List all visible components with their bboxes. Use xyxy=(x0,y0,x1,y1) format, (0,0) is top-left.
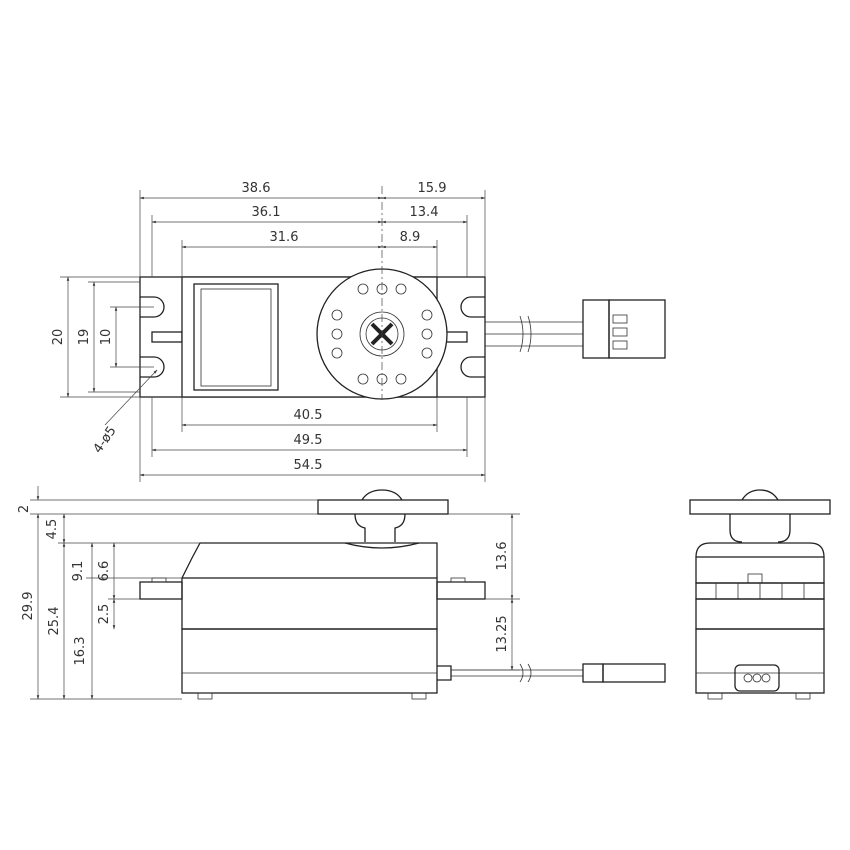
dim-8-9: 8.9 xyxy=(400,230,421,245)
label-recess xyxy=(193,283,279,391)
horn-arm-side xyxy=(317,499,449,515)
foot-end xyxy=(795,692,811,700)
dim-13-25: 13.25 xyxy=(495,615,510,652)
foot xyxy=(197,692,213,700)
upper-case xyxy=(181,542,438,579)
upper-case-body-end xyxy=(695,556,825,584)
dim-40-5: 40.5 xyxy=(294,408,323,423)
end-tab xyxy=(747,573,763,584)
dim-49-5: 49.5 xyxy=(294,433,323,448)
dim-29-9: 29.9 xyxy=(21,592,36,621)
connector-body xyxy=(608,299,666,359)
bottom-dimensions xyxy=(139,397,486,482)
dim-2: 2 xyxy=(17,505,32,513)
dim-9-1: 9.1 xyxy=(71,561,86,582)
horn-arm-end xyxy=(689,499,831,515)
foot xyxy=(411,692,427,700)
dim-36-1: 36.1 xyxy=(252,205,281,220)
middle-case xyxy=(181,577,438,630)
wire-end xyxy=(752,673,762,683)
foot-end xyxy=(707,692,723,700)
side-dimensions xyxy=(30,486,520,700)
right-lower-slot xyxy=(460,356,485,378)
top-dimensions xyxy=(139,186,486,400)
left-tab xyxy=(139,581,183,600)
dim-13-4: 13.4 xyxy=(410,205,439,220)
left-dimensions xyxy=(60,276,158,426)
right-upper-slot xyxy=(460,296,485,318)
horn-hub-end xyxy=(729,514,791,543)
dim-25-4: 25.4 xyxy=(47,607,62,636)
left-upper-slot xyxy=(140,296,165,318)
connector-side-housing xyxy=(582,663,604,683)
connector-side-body xyxy=(602,663,666,683)
dim-13-6: 13.6 xyxy=(495,542,510,571)
end-view xyxy=(689,489,831,700)
dim-15-9: 15.9 xyxy=(418,181,447,196)
spline-side xyxy=(344,542,420,549)
bottom-case-end xyxy=(695,628,825,694)
dim-16-3: 16.3 xyxy=(73,637,88,666)
horn-hub xyxy=(359,311,405,357)
right-tab-lip xyxy=(450,577,466,583)
wire-break-side xyxy=(519,663,532,683)
left-center-slot xyxy=(151,331,183,343)
dim-54-5: 54.5 xyxy=(294,458,323,473)
upper-case-end xyxy=(695,542,825,558)
dim-2-5: 2.5 xyxy=(97,604,112,625)
wire-end xyxy=(761,673,771,683)
wire-end xyxy=(743,673,753,683)
horn-hub-side xyxy=(354,513,406,542)
wire-grommet xyxy=(437,665,452,681)
connector-housing xyxy=(582,299,610,359)
middle-case-end xyxy=(695,598,825,630)
dim-holes: 4-ø5 xyxy=(91,424,120,457)
wire-break xyxy=(519,315,532,353)
connector-pin xyxy=(612,314,628,324)
side-view: 2 4.5 9.1 6.6 2.5 29.9 25.4 16.3 13.6 13… xyxy=(17,486,666,700)
dim-20: 20 xyxy=(51,329,66,346)
wire-outlet-end xyxy=(734,664,780,692)
servo-wires xyxy=(485,321,583,347)
dim-10: 10 xyxy=(99,329,114,346)
dim-6-6: 6.6 xyxy=(97,561,112,582)
dim-4-5: 4.5 xyxy=(45,519,60,540)
connector-pin xyxy=(612,327,628,337)
top-view: 38.6 15.9 36.1 13.4 31.6 8.9 20 19 10 4-… xyxy=(51,181,666,482)
horn-screw-end xyxy=(741,489,779,501)
dim-31-6: 31.6 xyxy=(270,230,299,245)
dim-19: 19 xyxy=(77,329,92,346)
tab-ribs-end xyxy=(715,583,805,599)
horn-screw-side xyxy=(361,489,403,501)
bottom-case xyxy=(181,628,438,694)
dim-38-6: 38.6 xyxy=(242,181,271,196)
right-tab xyxy=(436,581,486,600)
connector-pin xyxy=(612,340,628,350)
wire-side xyxy=(451,669,583,677)
label-inner xyxy=(200,288,272,387)
left-lower-slot xyxy=(140,356,165,378)
